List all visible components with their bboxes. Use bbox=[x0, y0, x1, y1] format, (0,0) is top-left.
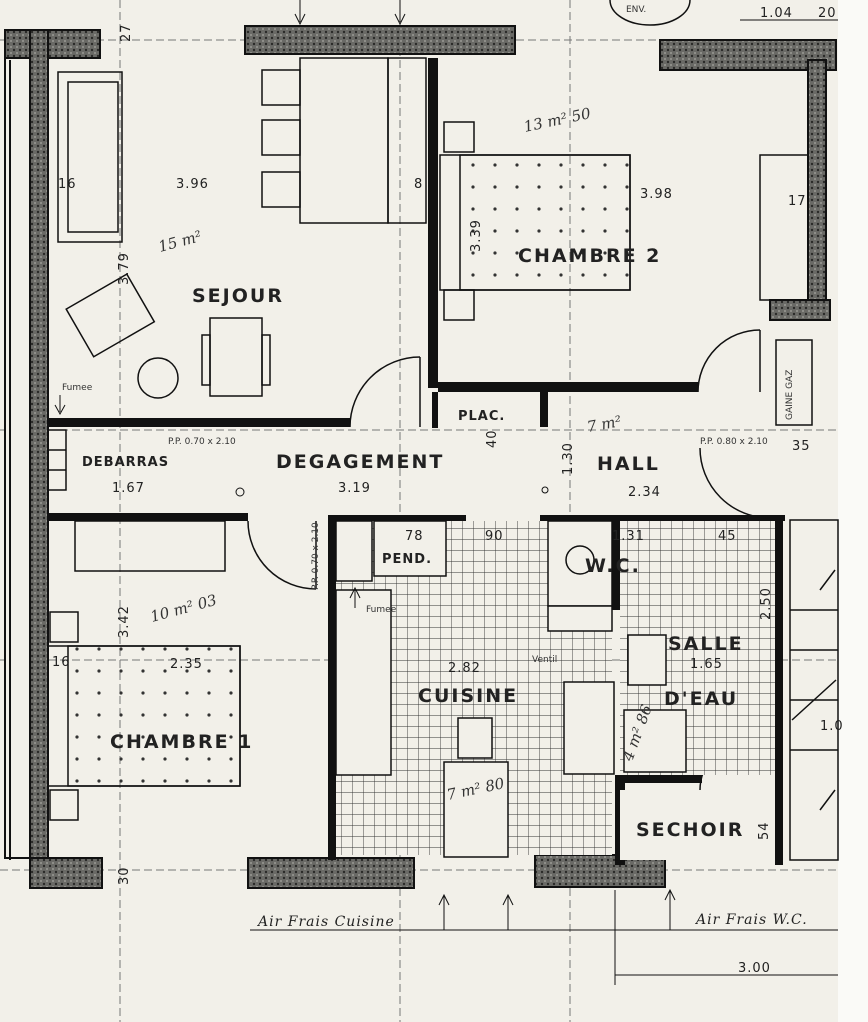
room-label-sejour: SEJOUR bbox=[192, 285, 284, 307]
dim-300: 3.00 bbox=[738, 961, 771, 976]
dim-396: 3.96 bbox=[176, 177, 209, 192]
dim-45: 45 bbox=[718, 529, 737, 544]
room-label-hall: HALL bbox=[597, 453, 660, 475]
note-air-cuisine: Air Frais Cuisine bbox=[256, 914, 395, 930]
room-label-salle: SALLE bbox=[668, 633, 744, 655]
dim-319: 3.19 bbox=[338, 481, 371, 496]
note-door-1: P.P. 0.70 x 2.10 bbox=[168, 437, 236, 447]
room-label-cuisine: CUISINE bbox=[418, 685, 518, 707]
dim-35: 35 bbox=[792, 439, 811, 454]
dim-339: 3.39 bbox=[469, 219, 484, 252]
note-door-3: P.P. 0.70 x 2.10 bbox=[311, 522, 321, 590]
room-label-chambre2: CHAMBRE 2 bbox=[518, 245, 661, 267]
right-margin bbox=[838, 0, 868, 1022]
note-fumee-2: Fumee bbox=[366, 605, 397, 615]
dim-30: 30 bbox=[117, 866, 132, 885]
note-fumee-1: Fumee bbox=[62, 383, 93, 393]
dim-235: 2.35 bbox=[170, 657, 203, 672]
room-label-pend: PEND. bbox=[382, 552, 432, 567]
dim-131: 1.31 bbox=[612, 529, 645, 544]
kitchen-tiles bbox=[335, 520, 775, 860]
dim-104: 1.04 bbox=[760, 6, 793, 21]
note-air-wc: Air Frais W.C. bbox=[694, 912, 808, 928]
room-label-wc: W.C. bbox=[585, 555, 641, 577]
dim-282: 2.82 bbox=[448, 661, 481, 676]
dimension-lines bbox=[54, 0, 838, 985]
dim-234: 2.34 bbox=[628, 485, 661, 500]
dim-54: 54 bbox=[757, 821, 772, 840]
room-label-plac: PLAC. bbox=[458, 409, 505, 424]
dim-398: 3.98 bbox=[640, 187, 673, 202]
dim-27: 27 bbox=[119, 23, 134, 42]
room-label-degagement: DEGAGEMENT bbox=[276, 451, 444, 473]
dim-130: 1.30 bbox=[561, 442, 576, 475]
area-hall: 7 m² bbox=[586, 412, 623, 436]
furniture bbox=[47, 57, 813, 821]
room-label-debarras: DEBARRAS bbox=[82, 455, 169, 470]
stairs bbox=[789, 519, 839, 861]
env-arc bbox=[609, 0, 691, 26]
dim-16a: 16 bbox=[58, 177, 77, 192]
dim-20: 20 bbox=[818, 6, 837, 21]
dim-167: 1.67 bbox=[112, 481, 145, 496]
dim-78: 78 bbox=[405, 529, 424, 544]
dim-40: 40 bbox=[485, 429, 500, 448]
note-ventil: Ventil bbox=[532, 655, 557, 665]
dim-16b: 16 bbox=[52, 655, 71, 670]
room-label-gaine-gaz: GAINE GAZ bbox=[785, 370, 795, 420]
dim-250: 2.50 bbox=[759, 587, 774, 620]
dim-17: 17 bbox=[788, 194, 807, 209]
dim-8: 8 bbox=[414, 177, 423, 192]
note-door-2: P.P. 0.80 x 2.10 bbox=[700, 437, 768, 447]
room-label-sechoir: SECHOIR bbox=[636, 819, 744, 841]
dim-10: 1.0 bbox=[820, 719, 844, 734]
note-env: ENV. bbox=[626, 5, 646, 15]
dim-379: 3.79 bbox=[117, 252, 132, 285]
room-label-chambre1: CHAMBRE 1 bbox=[110, 731, 253, 753]
room-label-deau: D'EAU bbox=[664, 688, 738, 710]
dim-90: 90 bbox=[485, 529, 504, 544]
dim-165: 1.65 bbox=[690, 657, 723, 672]
dim-342: 3.42 bbox=[117, 605, 132, 638]
